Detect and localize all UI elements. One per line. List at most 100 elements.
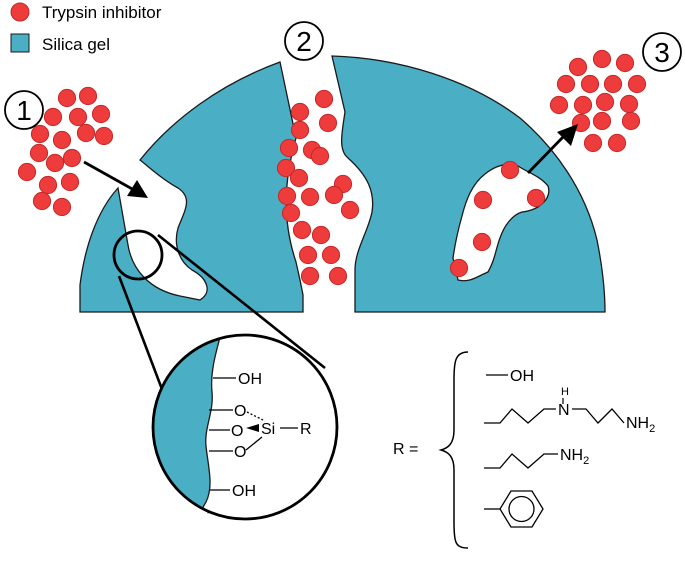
legend-protein-icon — [10, 2, 30, 22]
protein-molecule — [298, 245, 318, 265]
protein-molecule — [76, 123, 96, 143]
protein-molecule — [38, 175, 58, 195]
r-group-hydroxyl: OH — [510, 368, 534, 385]
protein-molecule — [277, 186, 297, 206]
surface-si: Si — [261, 421, 275, 438]
protein-molecule — [595, 92, 615, 112]
zoom-source-circle — [112, 229, 164, 281]
protein-molecule — [549, 95, 569, 115]
protein-molecule — [621, 111, 641, 131]
legend: Trypsin inhibitor Silica gel — [10, 2, 162, 54]
step-1-label: 1 — [16, 95, 32, 126]
protein-molecule — [580, 74, 600, 94]
protein-molecule — [607, 133, 627, 153]
protein-molecule — [30, 124, 50, 144]
protein-group-outside-left — [17, 86, 114, 217]
protein-molecule — [318, 113, 338, 133]
protein-group-pore-middle — [276, 89, 360, 286]
protein-molecule — [473, 190, 493, 210]
r-group-phenyl — [499, 490, 544, 528]
protein-molecule — [68, 107, 88, 127]
protein-molecule — [276, 158, 296, 178]
protein-molecule — [592, 111, 612, 131]
r-group-nh2-b: NH2 — [560, 447, 589, 467]
protein-molecule — [472, 232, 492, 252]
r-group-label: R = — [393, 441, 418, 458]
protein-molecule — [52, 197, 72, 217]
protein-molecule — [300, 187, 320, 207]
protein-molecule — [340, 200, 360, 220]
protein-molecule — [526, 188, 546, 208]
protein-molecule — [615, 53, 635, 73]
protein-molecule — [449, 258, 469, 278]
protein-molecule — [94, 126, 114, 146]
protein-molecule — [78, 86, 98, 106]
surface-o-1: O — [234, 403, 246, 420]
protein-molecule — [627, 74, 647, 94]
zoom-circle-border — [151, 333, 339, 521]
step-markers: 1 2 3 — [4, 21, 682, 130]
protein-molecule — [32, 191, 52, 211]
surface-r: R — [300, 421, 312, 438]
protein-molecule — [500, 160, 520, 180]
protein-molecule — [592, 49, 612, 69]
protein-molecule — [310, 146, 330, 166]
protein-molecule — [290, 102, 310, 122]
protein-molecule — [311, 225, 331, 245]
protein-molecule — [289, 168, 309, 188]
silica-right-section — [331, 55, 606, 313]
r-group-nh2-a: NH2 — [626, 415, 655, 435]
protein-molecule — [29, 143, 49, 163]
step-3-label: 3 — [654, 37, 670, 68]
protein-molecule — [292, 220, 312, 240]
protein-group-released-right — [549, 49, 647, 153]
r-groups: R = OH H N NH2 NH2 — [393, 351, 655, 549]
step-1-circle — [4, 90, 44, 130]
desorption-arrowhead — [557, 124, 578, 146]
protein-molecule — [91, 104, 111, 124]
flow-arrows — [83, 124, 578, 198]
zoom-line-upper — [157, 233, 326, 370]
protein-molecules — [17, 49, 647, 286]
adsorption-arrow — [83, 160, 135, 192]
protein-molecule — [62, 148, 82, 168]
protein-molecule — [573, 95, 593, 115]
protein-molecule — [45, 153, 65, 173]
silica-left-section — [79, 61, 304, 313]
protein-molecule — [603, 74, 623, 94]
r-group-amine-n: N — [558, 402, 570, 419]
r-group-amine-h: H — [561, 386, 569, 398]
protein-molecule — [328, 266, 348, 286]
protein-molecule — [300, 266, 320, 286]
legend-protein-label: Trypsin inhibitor — [42, 3, 162, 22]
protein-molecule — [279, 138, 299, 158]
legend-silica-icon — [10, 33, 30, 53]
r-group-brace — [438, 351, 469, 549]
legend-silica-label: Silica gel — [42, 35, 110, 54]
protein-group-pore-right — [449, 160, 546, 278]
protein-molecule — [60, 172, 80, 192]
step-2-circle — [284, 21, 324, 61]
protein-molecule — [57, 88, 77, 108]
step-2-label: 2 — [296, 26, 312, 57]
protein-molecule — [324, 185, 344, 205]
protein-molecule — [17, 162, 37, 182]
protein-molecule — [43, 107, 63, 127]
surface-o-3: O — [234, 444, 246, 461]
protein-molecule — [290, 120, 310, 140]
protein-molecule — [321, 245, 341, 265]
surface-oh-bottom: OH — [232, 483, 256, 500]
protein-molecule — [583, 133, 603, 153]
protein-molecule — [568, 57, 588, 77]
surface-oh-top: OH — [238, 371, 262, 388]
protein-molecule — [52, 130, 72, 150]
desorption-arrow — [526, 134, 567, 174]
silica-particle — [79, 55, 606, 313]
protein-molecule — [281, 203, 301, 223]
step-3-circle — [642, 32, 682, 72]
protein-molecule — [619, 94, 639, 114]
adsorption-arrowhead — [127, 180, 148, 198]
surface-o-2: O — [231, 423, 243, 440]
